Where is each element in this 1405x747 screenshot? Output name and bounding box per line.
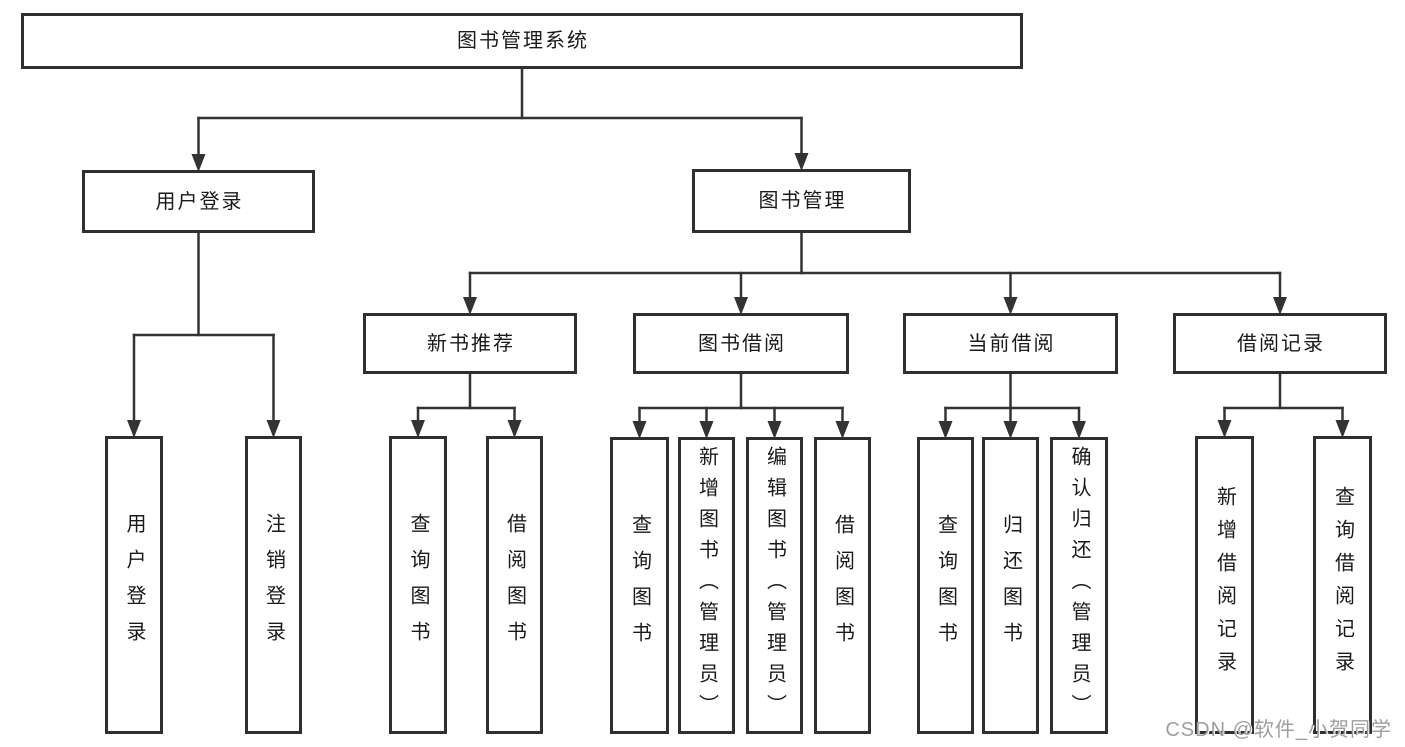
node-bb-borrow: 借阅图书 [814,437,871,734]
node-ul-login: 用户登录 [105,436,163,734]
node-borrow-records: 借阅记录 [1173,313,1387,374]
node-label: 借阅图书 [831,513,854,658]
node-label: 图书借阅 [698,332,786,355]
node-user-login: 用户登录 [82,170,315,233]
connector-root [191,67,809,172]
node-label: 查询图书 [628,513,651,658]
node-current-borrow: 当前借阅 [903,313,1118,374]
node-cb-return: 归还图书 [982,437,1039,734]
node-root: 图书管理系统 [21,13,1023,69]
node-label: 编辑图书（管理员） [763,446,786,725]
node-br-add: 新增借阅记录 [1195,436,1254,734]
node-label: 注销登录 [262,513,285,657]
connector-book-mgmt [463,231,1287,315]
node-book-mgmt: 图书管理 [692,169,911,233]
watermark-text: CSDN @软件_小贺同学 [1165,719,1392,741]
node-label: 图书管理系统 [457,30,589,52]
node-nbr-borrow: 借阅图书 [486,436,543,734]
node-label: 归还图书 [999,513,1022,658]
connector-book-borrow [632,372,850,439]
node-label: 确认归还（管理员） [1068,446,1090,725]
node-nbr-query: 查询图书 [389,436,447,734]
node-br-query: 查询借阅记录 [1313,436,1372,734]
node-ul-logout: 注销登录 [245,436,302,734]
node-label: 查询图书 [407,513,429,657]
node-label: 新书推荐 [427,332,515,355]
connector-current-borrow [938,372,1086,439]
node-label: 借阅图书 [503,513,526,657]
node-bb-edit: 编辑图书（管理员） [746,437,803,734]
node-label: 新增借阅记录 [1213,486,1236,684]
node-label: 用户登录 [123,513,145,657]
node-cb-query: 查询图书 [917,437,974,734]
connector-borrow-records [1217,372,1350,438]
node-book-borrow: 图书借阅 [633,313,849,374]
node-label: 图书管理 [758,190,847,212]
node-bb-query: 查询图书 [610,437,669,734]
node-label: 查询借阅记录 [1331,486,1354,684]
node-label: 查询图书 [934,513,957,658]
node-label: 当前借阅 [967,332,1056,355]
node-new-book-rec: 新书推荐 [363,313,577,374]
node-bb-add: 新增图书（管理员） [678,437,735,734]
node-label: 借阅记录 [1237,332,1325,355]
node-label: 用户登录 [155,190,244,213]
node-cb-confirm: 确认归还（管理员） [1050,437,1108,734]
node-label: 新增图书（管理员） [695,446,718,725]
connector-user-login [127,231,281,438]
connector-new-book-rec [411,372,522,438]
